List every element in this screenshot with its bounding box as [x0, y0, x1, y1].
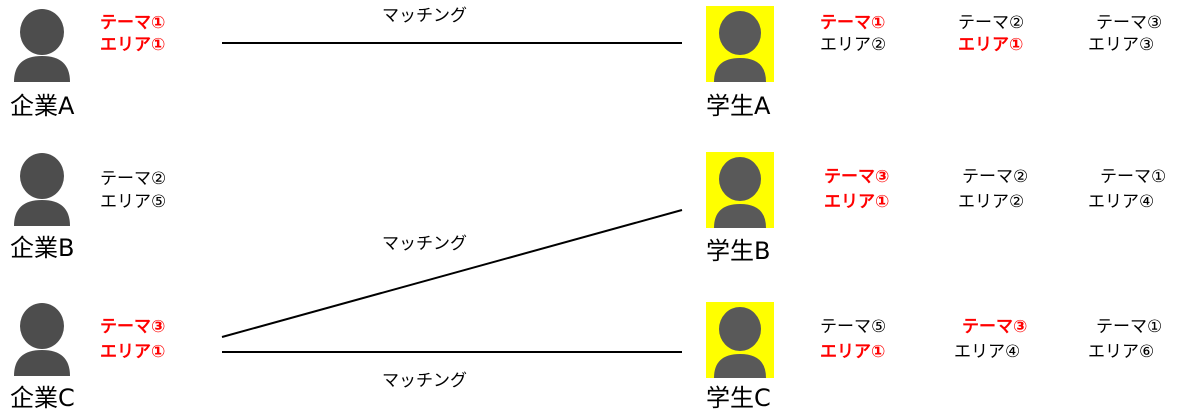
student-c-pref1-area: エリア① — [820, 342, 886, 362]
matching-label-3: マッチング — [382, 371, 467, 391]
company-a-theme: テーマ① — [100, 13, 166, 33]
student-a-pref1-theme: テーマ① — [820, 13, 886, 33]
company-b-area: エリア⑤ — [100, 192, 167, 212]
person-icon — [706, 302, 774, 378]
person-icon — [14, 303, 70, 376]
company-b-avatar — [8, 150, 76, 226]
student-b-pref1-area: エリア① — [824, 192, 890, 212]
student-b-name: 学生B — [706, 237, 771, 265]
student-b-pref2-area: エリア② — [958, 192, 1025, 212]
student-c-pref3-theme: テーマ① — [1096, 317, 1163, 337]
person-icon — [706, 6, 774, 82]
student-c-avatar — [706, 302, 774, 378]
person-icon — [14, 153, 70, 226]
matching-label-2: マッチング — [382, 234, 467, 254]
student-a-pref2-theme: テーマ② — [958, 13, 1025, 33]
person-icon — [706, 152, 774, 228]
company-a-name: 企業A — [10, 92, 75, 120]
student-b-pref2-theme: テーマ② — [962, 167, 1029, 187]
student-c-name: 学生C — [706, 384, 771, 412]
student-b-avatar — [706, 152, 774, 228]
company-c-area: エリア① — [100, 342, 166, 362]
company-c-name: 企業C — [10, 384, 75, 412]
company-a-area: エリア① — [100, 35, 166, 55]
matching-label-1: マッチング — [382, 6, 467, 26]
student-a-pref3-theme: テーマ③ — [1096, 13, 1163, 33]
person-icon — [14, 9, 70, 82]
company-b-theme: テーマ② — [100, 169, 167, 189]
student-c-pref1-theme: テーマ⑤ — [820, 317, 887, 337]
student-b-pref1-theme: テーマ③ — [824, 167, 890, 187]
student-a-name: 学生A — [706, 92, 771, 120]
student-b-pref3-area: エリア④ — [1088, 192, 1155, 212]
student-a-avatar — [706, 6, 774, 82]
student-a-pref1-area: エリア② — [820, 35, 887, 55]
student-c-pref2-area: エリア④ — [954, 342, 1021, 362]
company-c-avatar — [8, 300, 76, 376]
student-a-pref2-area: エリア① — [958, 35, 1024, 55]
company-c-theme: テーマ③ — [100, 317, 166, 337]
student-b-pref3-theme: テーマ① — [1100, 167, 1167, 187]
company-b-name: 企業B — [10, 234, 75, 262]
student-a-pref3-area: エリア③ — [1088, 35, 1155, 55]
student-c-pref3-area: エリア⑥ — [1088, 342, 1155, 362]
student-c-pref2-theme: テーマ③ — [962, 317, 1028, 337]
company-a-avatar — [8, 6, 76, 82]
match-line-c-b — [221, 209, 683, 338]
